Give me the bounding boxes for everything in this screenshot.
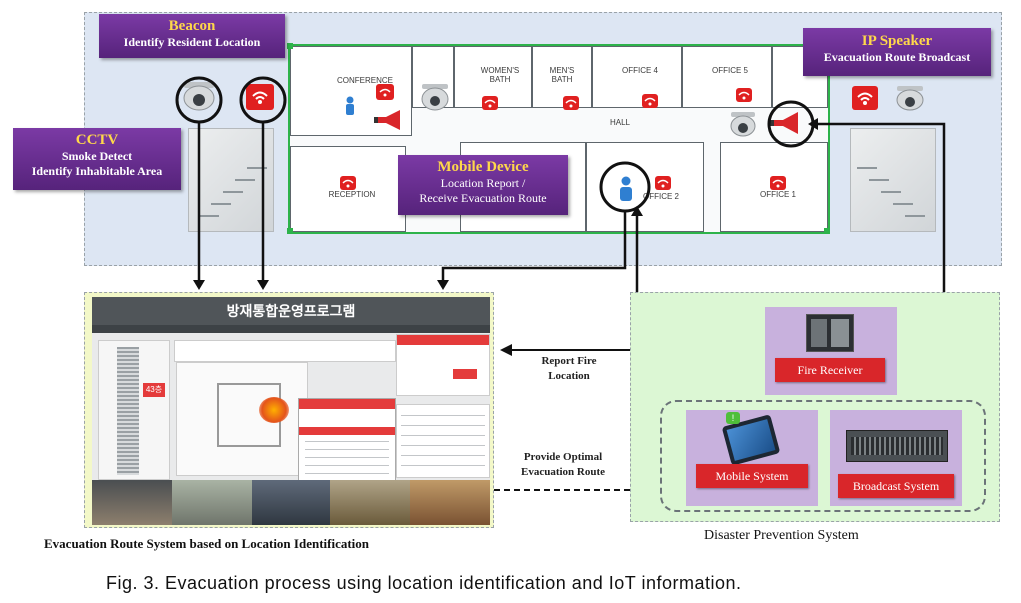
room-office2 [586, 142, 704, 232]
beacon-wifi-icon [563, 96, 579, 110]
beacon-wifi-icon [655, 176, 671, 190]
callout-mobile-line1: Location Report / [440, 176, 526, 190]
fire-receiver-label: Fire Receiver [775, 358, 885, 382]
figure-caption: Fig. 3. Evacuation process using locatio… [106, 573, 742, 593]
callout-speaker-desc: Evacuation Route Broadcast [823, 50, 971, 64]
room-mens-bath [532, 46, 592, 108]
cctv-camera-icon [727, 110, 759, 145]
software-menu-bar [92, 325, 490, 333]
software-popup-table [298, 398, 396, 486]
room-office6 [772, 46, 828, 108]
room-label-reception: RECEPTION [328, 190, 376, 199]
beacon-wifi-icon [340, 176, 356, 190]
building-tower-graphic: 43층 [98, 340, 170, 480]
callout-mobile-title: Mobile Device [437, 159, 529, 175]
person-icon [618, 176, 634, 207]
ip-speaker-icon [372, 108, 408, 137]
callout-cctv: CCTV Smoke Detect Identify Inhabitable A… [13, 128, 181, 190]
ip-speaker-icon [768, 110, 808, 141]
floor-badge: 43층 [143, 383, 165, 397]
callout-ip-speaker: IP Speaker Evacuation Route Broadcast [803, 28, 991, 76]
callout-mobile-line2: Receive Evacuation Route [419, 191, 547, 205]
arrow-label-report-fire-line1: Report Fire [541, 355, 597, 367]
room-office4 [592, 46, 682, 108]
software-right-table [396, 404, 490, 478]
subsystem-group [660, 400, 986, 512]
room-label-office1: OFFICE 1 [759, 190, 796, 199]
callout-cctv-line1: Smoke Detect [61, 149, 133, 163]
callout-beacon-desc: Identify Resident Location [123, 35, 261, 49]
callout-cctv-title: CCTV [75, 132, 119, 148]
software-floor-map [176, 362, 308, 476]
room-label-conference: CONFERENCE [336, 76, 393, 85]
arrow-label-report-fire-line2: Location [548, 370, 590, 382]
left-staircase [188, 128, 274, 232]
arrow-label-provide-route-line1: Provide Optimal [523, 451, 603, 463]
room-label-office5: OFFICE 5 [711, 66, 748, 75]
mobile-system-label: Mobile System [696, 464, 808, 488]
info-panel [174, 340, 396, 362]
arrow-label-provide-route-line2: Evacuation Route [520, 466, 606, 478]
notification-icon: ! [726, 412, 740, 424]
right-staircase [850, 128, 936, 232]
cctv-camera-icon [893, 84, 927, 119]
callout-speaker-title: IP Speaker [861, 33, 933, 49]
room-label-mens-bath: MEN'S BATH [549, 66, 575, 84]
cctv-thumbnail [330, 480, 410, 525]
cctv-thumbnail [252, 480, 330, 525]
room-office5 [682, 46, 772, 108]
beacon-wifi-icon [376, 84, 394, 100]
callout-beacon-title: Beacon [168, 18, 216, 34]
room-label-hall: HALL [609, 118, 630, 127]
cctv-thumbnail [92, 480, 172, 525]
broadcast-system-label: Broadcast System [838, 474, 954, 498]
person-icon [344, 96, 356, 121]
caption-evacuation-system: Evacuation Route System based on Locatio… [44, 536, 370, 551]
cctv-camera-icon [418, 82, 452, 119]
callout-cctv-line2: Identify Inhabitable Area [31, 164, 163, 178]
beacon-wifi-icon [736, 88, 752, 102]
callout-beacon: Beacon Identify Resident Location [99, 14, 285, 58]
cctv-thumbnail [410, 480, 490, 525]
broadcast-device-icon [846, 430, 948, 462]
callout-mobile-device: Mobile Device Location Report / Receive … [398, 155, 568, 215]
beacon-wifi-icon [642, 94, 658, 108]
beacon-wifi-icon [482, 96, 498, 110]
beacon-wifi-icon [246, 84, 274, 110]
beacon-wifi-icon [770, 176, 786, 190]
room-label-office2: OFFICE 2 [642, 192, 679, 201]
cctv-thumbnail [172, 480, 252, 525]
caption-disaster-system: Disaster Prevention System [704, 528, 859, 543]
cctv-camera-icon [180, 80, 218, 119]
arrow-label-provide-route: Provide Optimal Evacuation Route [498, 450, 628, 480]
room-label-office4: OFFICE 4 [621, 66, 658, 75]
info-panel-right [396, 334, 490, 396]
beacon-wifi-icon [852, 86, 878, 110]
arrow-label-report-fire: Report Fire Location [514, 354, 624, 384]
software-title-bar: 방재통합운영프로그램 [92, 297, 490, 325]
fire-receiver-device-icon [806, 314, 854, 352]
room-label-womens-bath: WOMEN'S BATH [480, 66, 520, 84]
